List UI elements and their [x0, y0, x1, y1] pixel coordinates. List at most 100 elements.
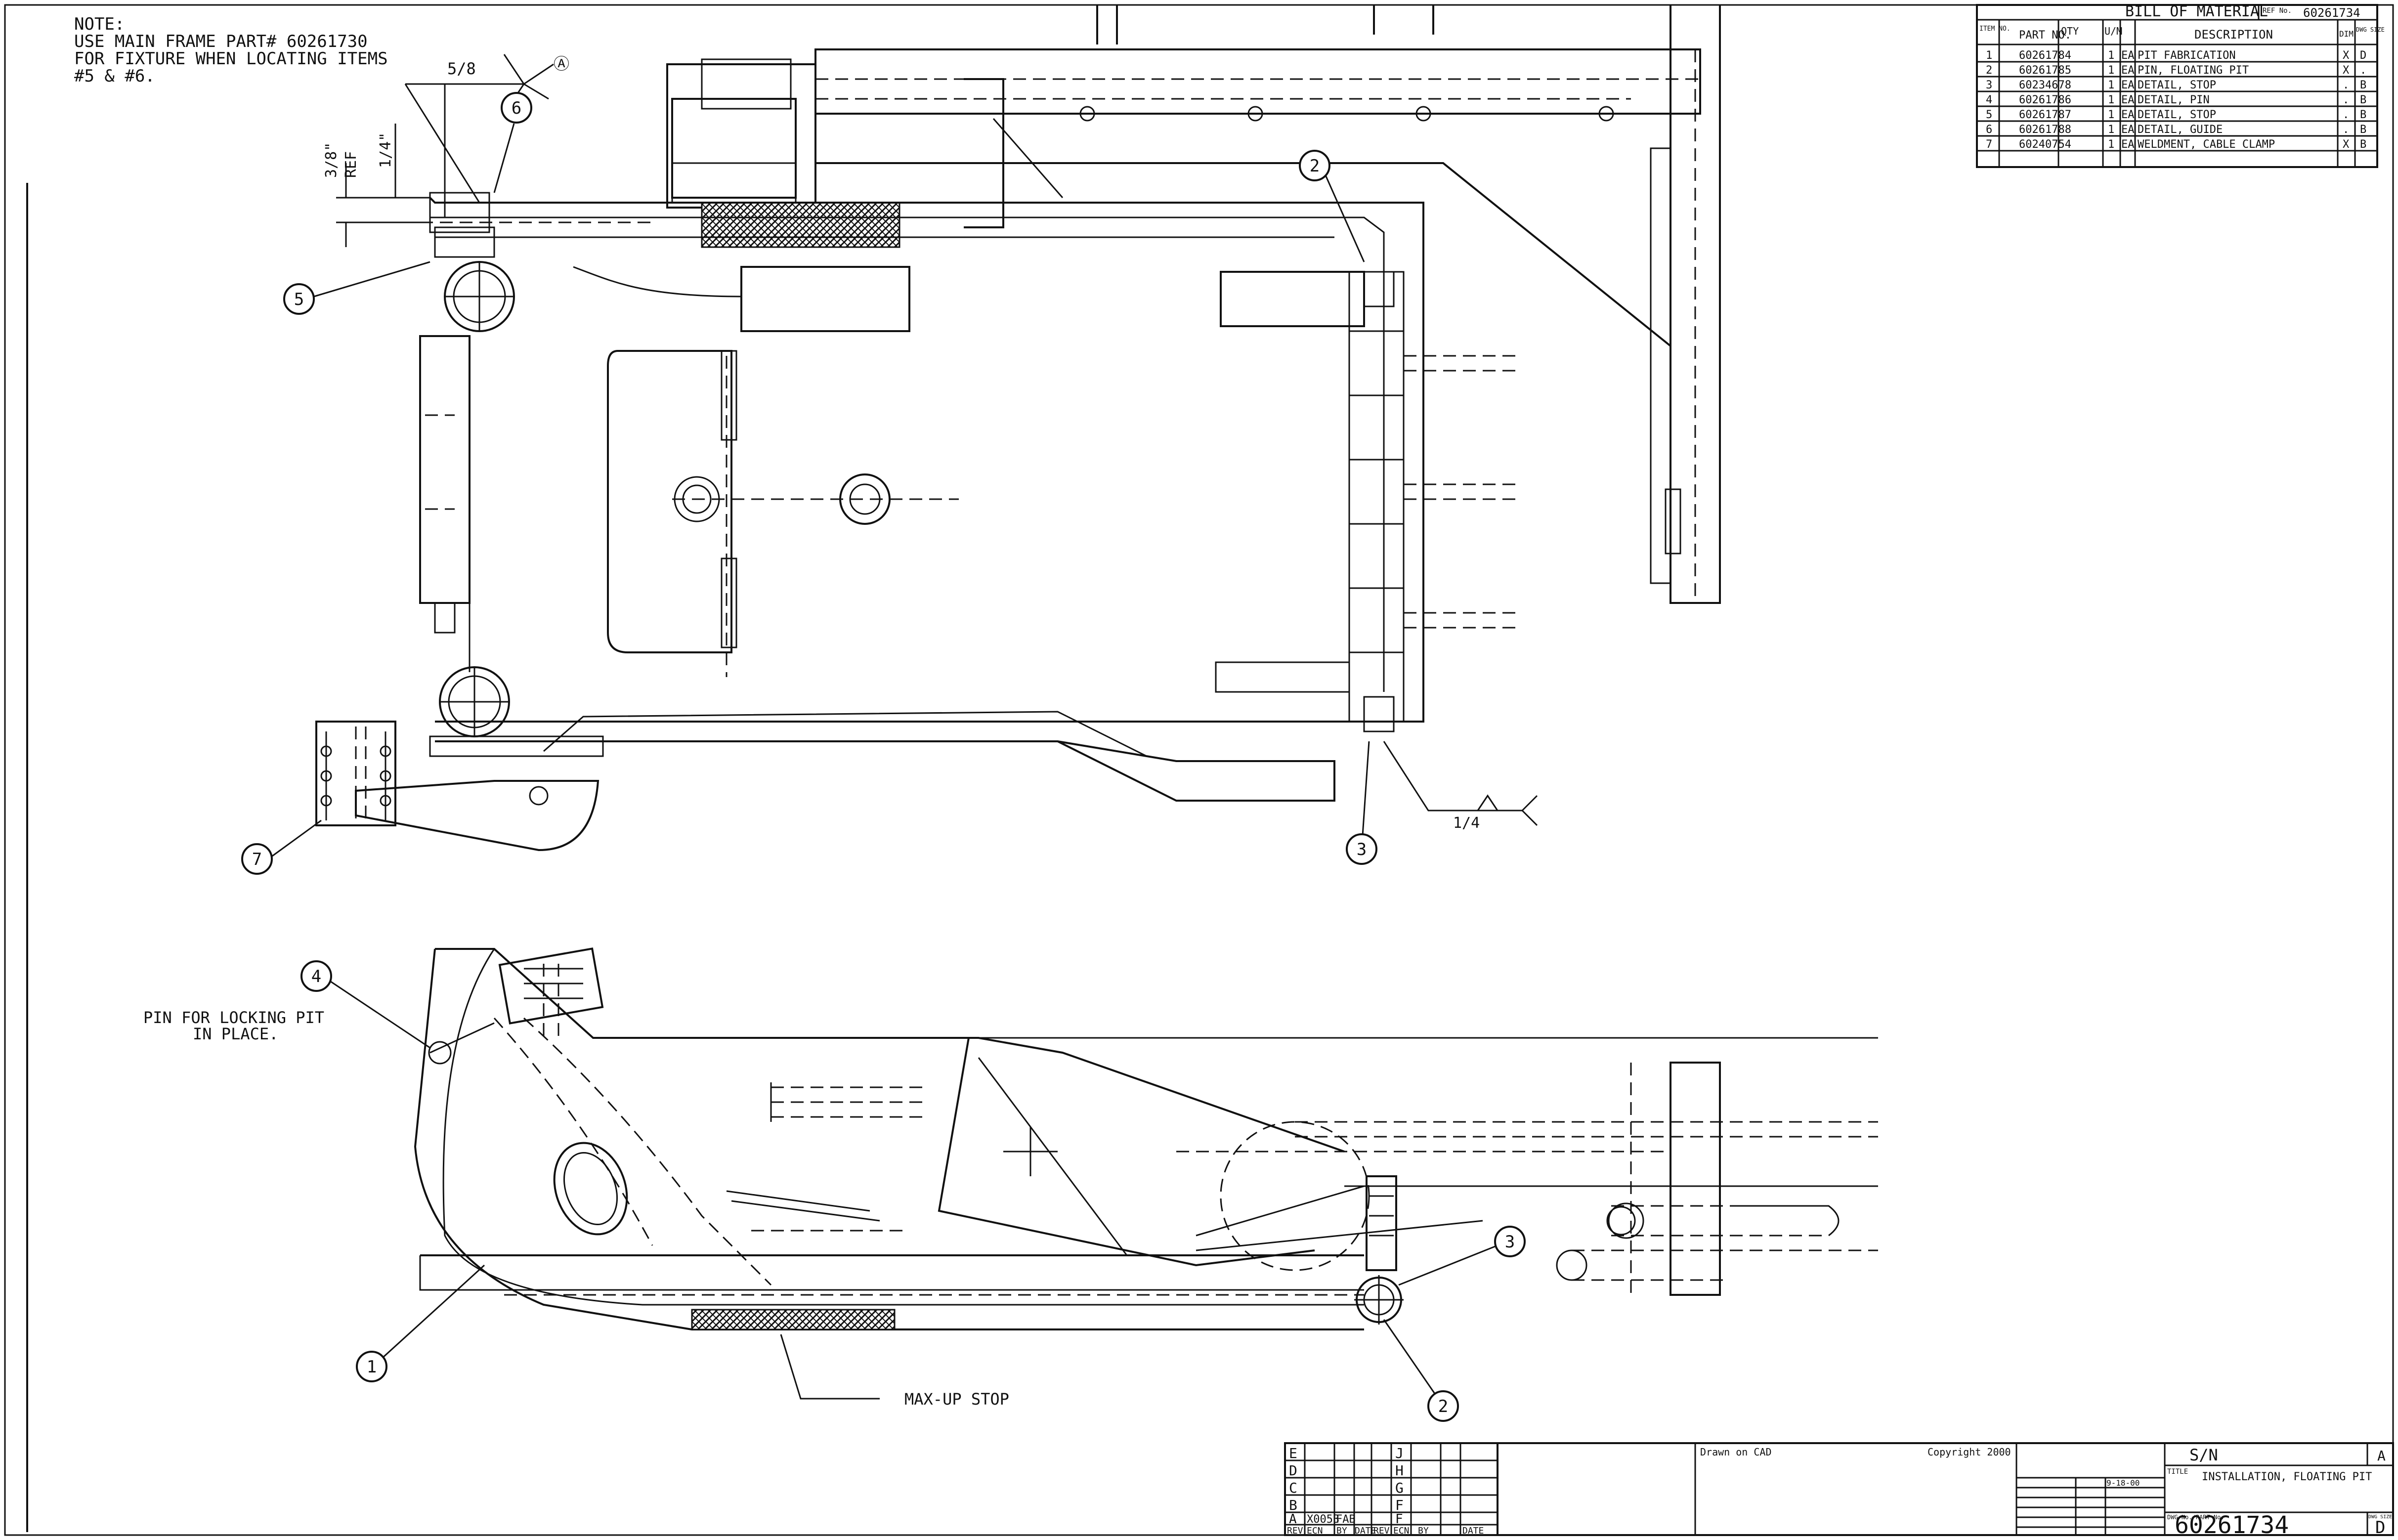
bottom-rail-curve — [543, 711, 1147, 757]
sheet-letter: A — [2377, 1448, 2386, 1464]
frame-gusset — [964, 78, 1004, 228]
pit-left-block — [434, 602, 456, 634]
bill-of-material: BILL OF MATERIAL REF No. 60261734 ITEM N… — [1976, 3, 2385, 168]
pit-inner-outline — [430, 216, 1385, 692]
svg-text:1: 1 — [2108, 64, 2114, 77]
svg-text:WELDMENT, CABLE CLAMP: WELDMENT, CABLE CLAMP — [2138, 138, 2275, 151]
wheel-upper-centre — [445, 262, 514, 331]
side-end-post — [1670, 1062, 1721, 1296]
bolt-hole — [1079, 106, 1095, 122]
svg-text:EA: EA — [2121, 49, 2135, 62]
bom-header-um: U/M — [2104, 25, 2122, 37]
pin-note-line-2: IN PLACE. — [193, 1025, 278, 1043]
rev-footer: REV — [1287, 1526, 1303, 1536]
svg-text:1: 1 — [2108, 94, 2114, 106]
svg-text:B: B — [2360, 124, 2366, 136]
centre-plate — [607, 350, 732, 653]
note-line-2: USE MAIN FRAME PART# 60261730 — [74, 32, 368, 51]
side-stop-block — [1366, 1175, 1397, 1271]
weld-symbol-bottom — [1383, 741, 1538, 826]
bolt-hole — [1415, 106, 1431, 122]
svg-text:3: 3 — [1505, 1232, 1515, 1252]
svg-text:5: 5 — [1986, 109, 1992, 121]
pin-note-line-1: PIN FOR LOCKING PIT — [143, 1008, 324, 1027]
svg-text:X: X — [2343, 138, 2350, 151]
side-crosshair — [1003, 1127, 1058, 1176]
bom-row: 2 60261785 1 EA PIN, FLOATING PIT X . — [1986, 64, 2366, 77]
svg-text:B: B — [2360, 138, 2366, 151]
svg-text:60240754: 60240754 — [2019, 138, 2071, 151]
centre-plate-clip-top — [721, 350, 737, 441]
svg-text:EA: EA — [2121, 124, 2135, 136]
side-hidden-curve — [523, 1017, 772, 1286]
frame-diagonal — [815, 162, 1671, 347]
callout-3-top: 3 — [1346, 833, 1377, 865]
bom-header-qty: QTY — [2061, 25, 2079, 37]
max-up-stop-pad — [691, 1309, 896, 1330]
rev-letter-e: E — [1289, 1445, 1297, 1461]
bom-header-item: ITEM NO. — [1979, 25, 2011, 33]
frame-block-top — [701, 58, 792, 110]
side-view: PIN FOR LOCKING PIT IN PLACE. MAX-UP STO… — [143, 947, 1878, 1422]
sn-label: S/N — [2189, 1446, 2218, 1464]
cable-clamp-hole — [529, 786, 549, 806]
svg-text:2: 2 — [1310, 156, 1320, 176]
frame-bracket — [666, 63, 816, 209]
dim-ref: REF — [343, 151, 360, 178]
svg-text:3: 3 — [1986, 79, 1992, 91]
svg-text:60261784: 60261784 — [2019, 49, 2071, 62]
bolt-hole — [1598, 106, 1614, 122]
svg-text:7: 7 — [252, 850, 262, 869]
dim-one-quarter: 1/4" — [377, 132, 394, 168]
svg-text:B: B — [2360, 94, 2366, 106]
pit-right-pocket — [1220, 271, 1365, 327]
bolt-hole — [1247, 106, 1263, 122]
side-pit-body — [414, 948, 1364, 1330]
svg-text:DETAIL, STOP: DETAIL, STOP — [2138, 109, 2216, 121]
note-line-3: FOR FIXTURE WHEN LOCATING ITEMS — [74, 49, 388, 69]
bom-row: 1 60261784 1 EA PIT FABRICATION X D — [1986, 49, 2366, 62]
rev-letter-d: D — [1289, 1462, 1297, 1479]
max-up-stop-label: MAX-UP STOP — [904, 1390, 1009, 1409]
frame-block — [671, 98, 797, 199]
svg-text:4: 4 — [311, 967, 321, 986]
svg-text:D: D — [2360, 49, 2366, 62]
rev-footer: DATE — [1355, 1526, 1376, 1536]
svg-text:60261788: 60261788 — [2019, 124, 2071, 136]
svg-text:DETAIL, GUIDE: DETAIL, GUIDE — [2138, 124, 2223, 136]
svg-text:1: 1 — [1986, 49, 1992, 62]
svg-text:X: X — [2343, 64, 2350, 77]
svg-text:1: 1 — [2108, 49, 2114, 62]
svg-text:B: B — [2360, 79, 2366, 91]
hatched-pad-top — [701, 202, 900, 248]
rev-footer: ECN — [1393, 1526, 1410, 1536]
svg-text:.: . — [2343, 109, 2349, 121]
svg-text:60261786: 60261786 — [2019, 94, 2071, 106]
bom-ref-label: REF No. — [2263, 7, 2292, 15]
svg-text:PIN, FLOATING PIT: PIN, FLOATING PIT — [2138, 64, 2249, 77]
bottom-rail-plate — [429, 735, 604, 757]
drawing-title: INSTALLATION, FLOATING PIT — [2202, 1471, 2372, 1483]
side-pivot-sweep — [1220, 1121, 1370, 1271]
dwg-size: D — [2375, 1518, 2385, 1538]
dim-three-eighths: 3/8" — [323, 142, 340, 178]
pit-curve — [573, 266, 742, 298]
right-plate-stack — [1215, 271, 1522, 732]
svg-text:3: 3 — [1357, 840, 1367, 859]
bom-header-size: DWG SIZE — [2356, 26, 2385, 33]
rev-a-by: FAB — [1336, 1513, 1356, 1526]
svg-text:DETAIL, PIN: DETAIL, PIN — [2138, 94, 2210, 106]
svg-text:60234678: 60234678 — [2019, 79, 2071, 91]
svg-text:.: . — [2343, 79, 2349, 91]
svg-text:2: 2 — [1438, 1397, 1448, 1416]
cable-clamp-bracket — [315, 721, 396, 826]
rev-letter-g: G — [1395, 1480, 1404, 1496]
cable-clamp — [355, 780, 600, 852]
callout-1: 1 — [356, 1351, 387, 1382]
bom-row: 4 60261786 1 EA DETAIL, PIN . B — [1986, 94, 2366, 106]
sheet-border — [4, 4, 2394, 1536]
rev-footer: BY — [1418, 1526, 1429, 1536]
locking-pin — [428, 1041, 452, 1065]
svg-text:60261787: 60261787 — [2019, 109, 2071, 121]
side-hidden-bolts — [771, 1086, 929, 1118]
